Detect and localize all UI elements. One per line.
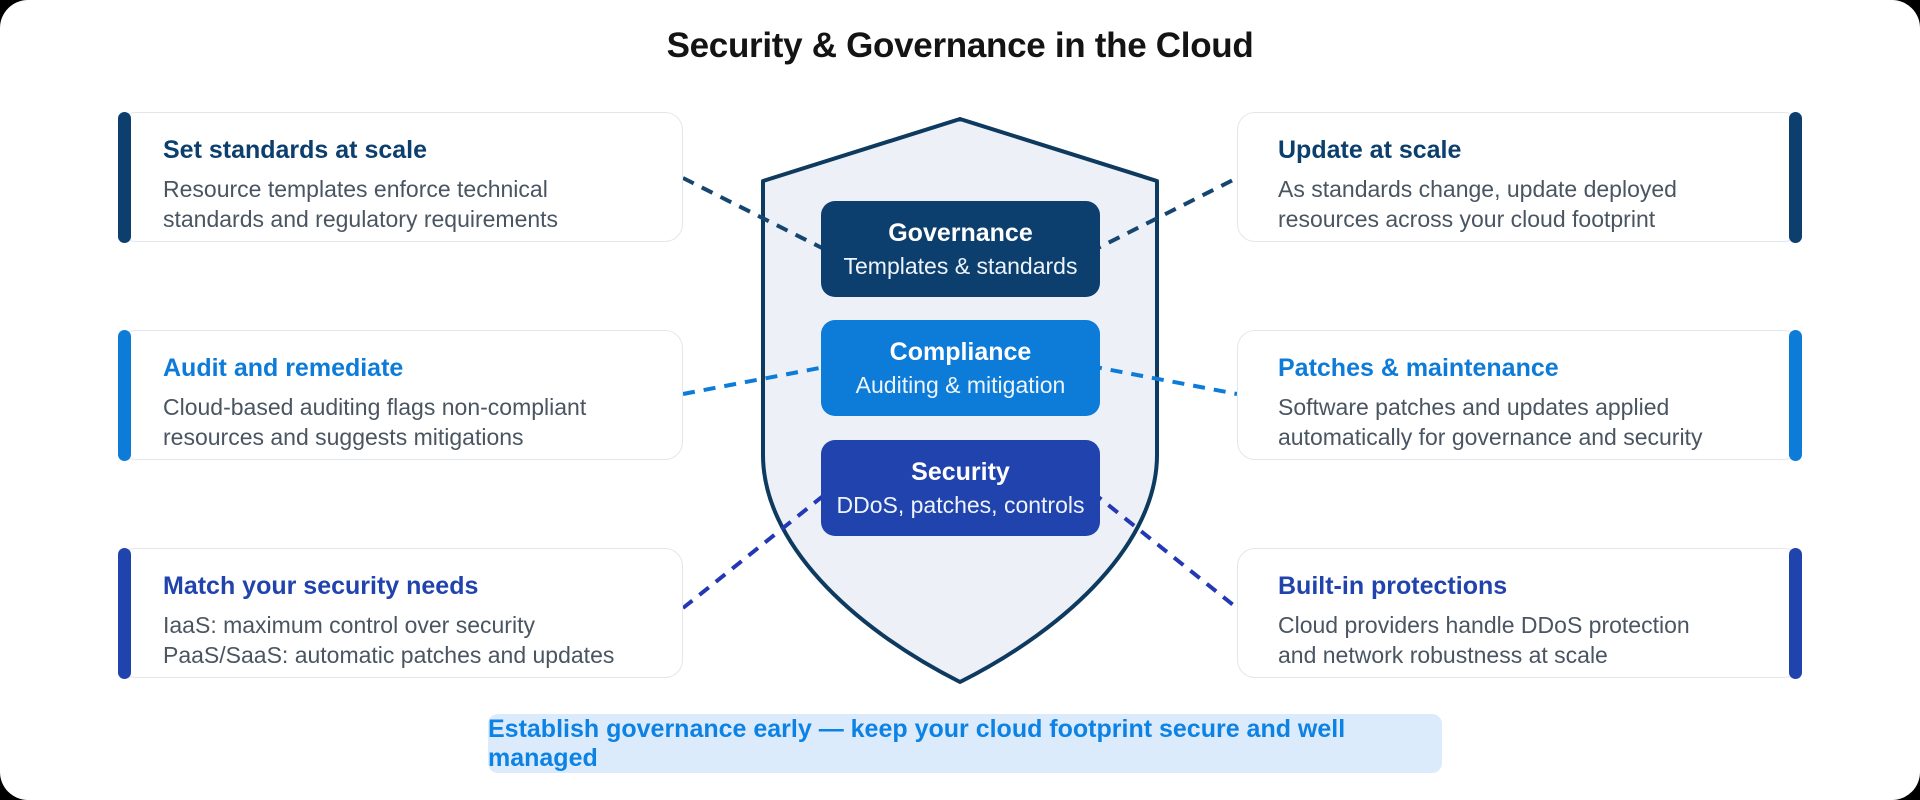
layer-title: Compliance: [889, 337, 1032, 366]
card-body-line: resources and suggests mitigations: [163, 424, 524, 450]
card-title: Audit and remediate: [163, 354, 404, 382]
accent-bar: [1789, 330, 1802, 461]
layer-subtitle: Auditing & mitigation: [855, 371, 1066, 398]
accent-bar: [1789, 112, 1802, 243]
card-title: Set standards at scale: [163, 136, 428, 164]
card-update-at-scale: Update at scale As standards change, upd…: [1237, 112, 1802, 243]
layer-title: Governance: [888, 218, 1033, 247]
page-title: Security & Governance in the Cloud: [666, 26, 1254, 65]
shield-layer-compliance: Compliance Auditing & mitigation: [821, 320, 1100, 416]
card-match-security-needs: Match your security needs IaaS: maximum …: [118, 548, 683, 679]
layer-title: Security: [911, 457, 1010, 486]
connector-top-right: [1089, 176, 1238, 254]
footer-banner: Establish governance early — keep your c…: [488, 714, 1442, 773]
card-body-line: IaaS: maximum control over security: [163, 612, 535, 638]
layer-subtitle: DDoS, patches, controls: [836, 491, 1085, 518]
connector-middle-left: [682, 364, 831, 396]
card-body-line: resources across your cloud footprint: [1278, 206, 1656, 232]
accent-bar: [118, 330, 131, 461]
connector-middle-right: [1089, 364, 1238, 396]
accent-bar: [1789, 548, 1802, 679]
accent-bar: [118, 112, 131, 243]
card-body-line: Cloud-based auditing flags non-compliant: [163, 394, 587, 420]
shield-layer-governance: Governance Templates & standards: [821, 201, 1100, 297]
card-body-line: Cloud providers handle DDoS protection: [1278, 612, 1690, 638]
card-body-line: As standards change, update deployed: [1278, 176, 1677, 202]
card-body-line: and network robustness at scale: [1278, 642, 1608, 668]
connector-top-left: [682, 176, 831, 254]
card-title: Update at scale: [1278, 136, 1462, 164]
accent-bar: [118, 548, 131, 679]
card-title: Patches & maintenance: [1278, 354, 1559, 382]
card-body-line: Resource templates enforce technical: [163, 176, 548, 202]
card-set-standards-at-scale: Set standards at scale Resource template…: [118, 112, 683, 243]
layer-subtitle: Templates & standards: [843, 252, 1078, 279]
card-body-line: PaaS/SaaS: automatic patches and updates: [163, 642, 615, 668]
card-body-line: Software patches and updates applied: [1278, 394, 1670, 420]
card-patches-maintenance: Patches & maintenance Software patches a…: [1237, 330, 1802, 461]
card-title: Built-in protections: [1278, 572, 1508, 600]
card-body-line: standards and regulatory requirements: [163, 206, 559, 232]
connector-bottom-left: [681, 490, 830, 610]
card-body-line: automatically for governance and securit…: [1278, 424, 1703, 450]
card-built-in-protections: Built-in protections Cloud providers han…: [1237, 548, 1802, 679]
card-title: Match your security needs: [163, 572, 479, 600]
connector-bottom-right: [1090, 490, 1239, 610]
shield-layer-security: Security DDoS, patches, controls: [821, 440, 1100, 536]
card-audit-and-remediate: Audit and remediate Cloud-based auditing…: [118, 330, 683, 461]
